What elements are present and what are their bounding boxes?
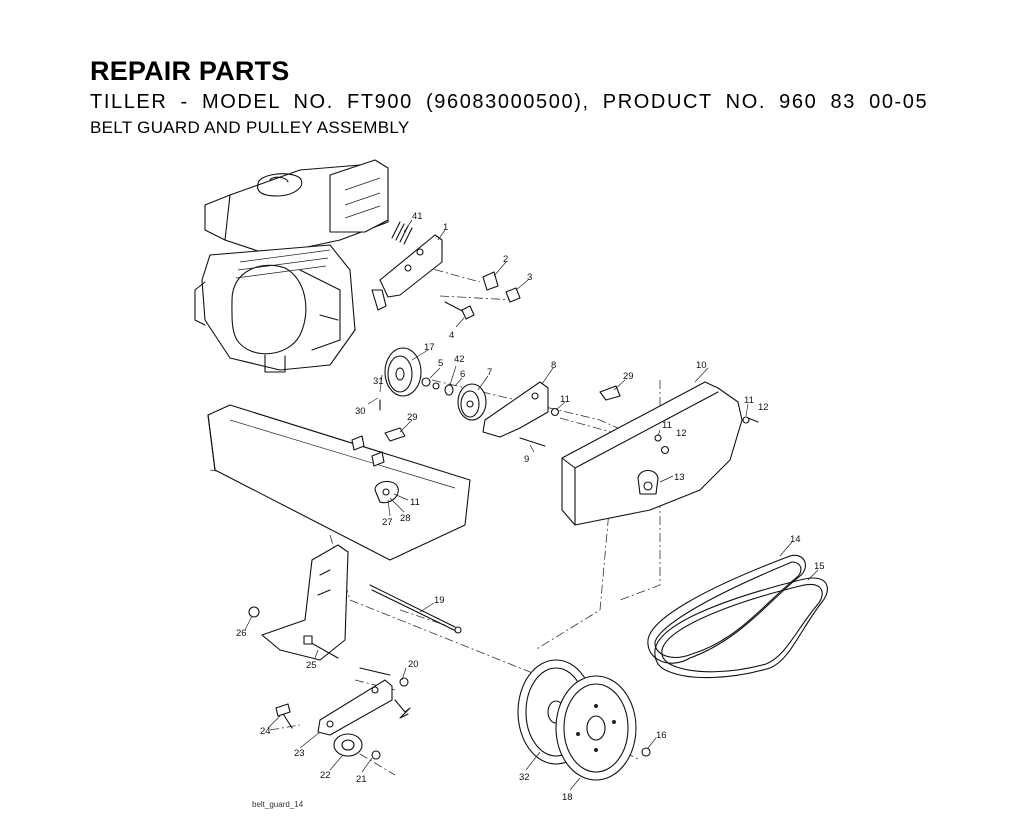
model-subtitle: TILLER - MODEL NO. FT900 (96083000500), … <box>90 91 929 113</box>
callout-30: 30 <box>355 406 366 417</box>
engine-pulley-parts <box>379 347 560 447</box>
part-callouts: 41 1 2 3 4 17 5 42 6 7 8 31 30 29 10 11 … <box>236 211 825 809</box>
drive-shaft <box>369 584 462 634</box>
drive-belts <box>647 554 828 679</box>
callout-leaders <box>244 219 819 791</box>
callout-2: 2 <box>503 254 508 265</box>
callout-3: 3 <box>527 272 532 283</box>
assembly-center-lines <box>209 264 661 776</box>
callout-12-b: 12 <box>758 402 769 413</box>
lower-frame <box>248 544 411 760</box>
callout-11-d: 11 <box>410 497 420 508</box>
callout-7: 7 <box>487 367 492 378</box>
engine-assembly <box>194 159 389 373</box>
callout-29-shield: 29 <box>407 412 418 423</box>
callout-27: 27 <box>382 517 393 528</box>
callout-42: 42 <box>454 354 465 365</box>
callout-26: 26 <box>236 628 247 639</box>
callout-13: 13 <box>674 472 685 483</box>
tine-shield <box>207 404 471 561</box>
callout-5: 5 <box>438 358 443 369</box>
callout-6: 6 <box>460 369 465 380</box>
callout-31: 31 <box>373 376 384 387</box>
drive-pulleys <box>517 659 651 781</box>
callout-11-b: 11 <box>662 420 672 431</box>
callout-11-a: 11 <box>560 394 570 405</box>
callout-8: 8 <box>551 360 556 371</box>
drawing-file-label: belt_guard_14 <box>252 800 304 809</box>
belt-guard <box>561 381 759 526</box>
callout-19: 19 <box>434 595 445 606</box>
callout-21: 21 <box>356 774 367 785</box>
callout-20: 20 <box>408 659 419 670</box>
callout-12-a: 12 <box>676 428 687 439</box>
callout-1: 1 <box>443 222 448 233</box>
callout-25: 25 <box>306 660 317 671</box>
callout-28: 28 <box>400 513 411 524</box>
callout-29-guard: 29 <box>623 371 634 382</box>
callout-18: 18 <box>562 792 573 803</box>
callout-11-c: 11 <box>744 395 754 406</box>
callout-9: 9 <box>524 454 529 465</box>
callout-14: 14 <box>790 534 801 545</box>
callout-32: 32 <box>519 772 530 783</box>
callout-24: 24 <box>260 726 271 737</box>
callout-4: 4 <box>449 330 454 341</box>
callout-41: 41 <box>412 211 423 222</box>
callout-10: 10 <box>696 360 707 371</box>
callout-22: 22 <box>320 770 331 781</box>
callout-23: 23 <box>294 748 305 759</box>
section-title: BELT GUARD AND PULLEY ASSEMBLY <box>90 118 410 137</box>
callout-15: 15 <box>814 561 825 572</box>
page-title: REPAIR PARTS <box>90 56 290 86</box>
idler-bracket-parts <box>371 221 521 320</box>
callout-17: 17 <box>424 342 435 353</box>
callout-16: 16 <box>656 730 667 741</box>
